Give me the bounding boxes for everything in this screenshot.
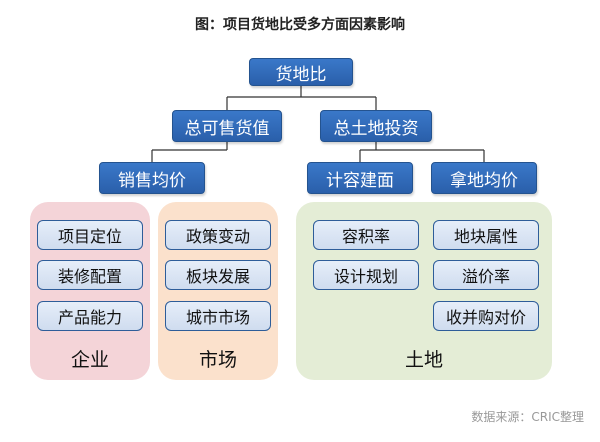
total-land-investment-node: 总土地投资 — [320, 110, 432, 142]
root-node: 货地比 — [249, 58, 353, 86]
factor-policy-change: 政策变动 — [165, 220, 271, 250]
company-group-label: 企业 — [70, 349, 109, 371]
factor-district-development: 板块发展 — [165, 260, 271, 290]
factor-land-attributes: 地块属性 — [433, 220, 539, 250]
factor-premium-rate: 溢价率 — [433, 260, 539, 290]
land-price-node: 拿地均价 — [431, 162, 537, 194]
data-source-note: 数据来源：CRIC整理 — [471, 410, 584, 424]
diagram-title: 图：项目货地比受多方面因素影响 — [195, 17, 405, 33]
land-group-label: 土地 — [404, 349, 443, 371]
market-group-label: 市场 — [198, 349, 237, 371]
total-sales-value-node: 总可售货值 — [172, 110, 282, 142]
factor-product-capability: 产品能力 — [37, 301, 143, 331]
factor-city-market: 城市市场 — [165, 301, 271, 331]
factor-plot-ratio: 容积率 — [313, 220, 419, 250]
build-area-node: 计容建面 — [307, 162, 413, 194]
factor-decoration-config: 装修配置 — [37, 260, 143, 290]
sales-price-node: 销售均价 — [99, 162, 205, 194]
factor-project-positioning: 项目定位 — [37, 220, 143, 250]
factor-design-planning: 设计规划 — [313, 260, 419, 290]
factor-acquisition-price: 收并购对价 — [433, 301, 539, 331]
